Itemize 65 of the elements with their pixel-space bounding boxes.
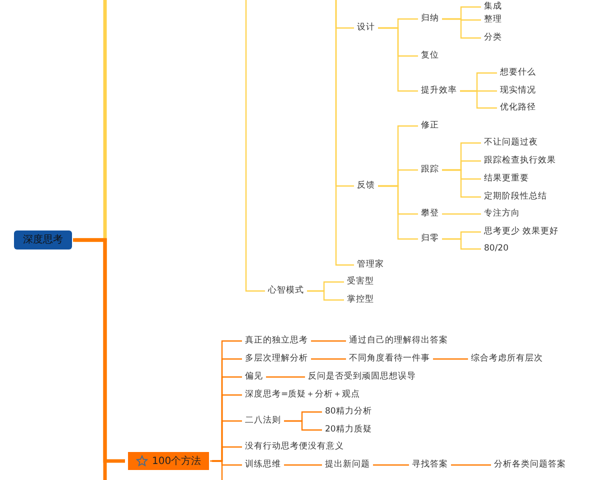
connector-line [442, 169, 481, 198]
topic-label: 优化路径 [500, 102, 536, 114]
connector-line [310, 340, 346, 342]
topic-label: 真正的独立思考 [245, 336, 308, 346]
topic-label: 80/20 [484, 244, 508, 254]
topic-label: 跟踪检查执行效果 [484, 156, 556, 166]
topic-label: 想要什么 [500, 68, 536, 78]
topic-label: 复位 [421, 50, 439, 62]
topic-label: 跟踪 [421, 164, 439, 176]
topic-label: 整理 [484, 14, 502, 26]
topic-label: 综合考虑所有层次 [471, 354, 543, 364]
topic-label: 二八法则 [245, 416, 281, 426]
topic-label: 思考更少 效果更好 [484, 226, 559, 238]
connector-line [450, 464, 491, 466]
topic-label: 归纳 [421, 14, 439, 24]
topic-label: 分析各类问题答案 [494, 460, 566, 470]
topic-label: 深度思考=质疑＋分析＋观点 [245, 390, 360, 400]
topic-label: 寻找答案 [412, 460, 448, 470]
connector-line [245, 0, 265, 292]
topic-label: 结果更重要 [484, 174, 529, 184]
connector-line [378, 185, 418, 240]
connector-line [284, 420, 322, 431]
topic-label: 80精力分析 [325, 406, 372, 418]
topic-label: 攀登 [421, 208, 439, 220]
connector-line [335, 0, 354, 266]
topic-label: 训练思维 [245, 460, 281, 470]
topic-label: 设计 [357, 22, 375, 34]
connector-line [310, 358, 346, 360]
connector-line [372, 464, 409, 466]
topic-label: 归零 [421, 234, 439, 244]
topic-label: 20精力质疑 [325, 424, 372, 436]
root-topic-box: 深度思考 [14, 230, 72, 250]
topic-box [128, 452, 210, 470]
connector-line [73, 238, 107, 480]
topic-label: 提出新问题 [325, 460, 370, 470]
topic-label: 偏见 [245, 372, 263, 382]
connector-line [441, 213, 481, 215]
topic-label: 不让问题过夜 [484, 138, 538, 148]
topic-label: 提升效率 [421, 86, 457, 96]
topic-label: 分类 [484, 32, 502, 44]
connector-line [307, 290, 344, 301]
topic-label: 修正 [421, 120, 439, 132]
topic-label: 多层次理解分析 [245, 354, 308, 364]
topic-label: 不同角度看待一件事 [349, 354, 430, 364]
topic-label: 专注方向 [484, 208, 520, 220]
topic-label: 没有行动思考便没有意义 [245, 442, 344, 452]
topic-label: 定期阶段性总结 [484, 192, 547, 202]
topic-label: 集成 [484, 2, 502, 12]
connector-line [283, 464, 322, 466]
connector-line [442, 238, 481, 250]
connector-line [432, 358, 468, 360]
topic-label: 反馈 [357, 180, 375, 192]
topic-label: 100个方法 [152, 456, 202, 466]
connector-line [210, 460, 223, 480]
connector-line [265, 376, 305, 378]
topic-label: 现实情况 [500, 86, 536, 96]
topic-label: 受害型 [347, 276, 374, 288]
connector-line [378, 27, 418, 92]
topic-label: 管理家 [357, 260, 384, 270]
topic-label: 通过自己的理解得出答案 [349, 336, 448, 346]
topic-label: 反问是否受到顽固思想误导 [308, 372, 416, 382]
topic-label: 掌控型 [347, 294, 374, 306]
connector-line [460, 90, 497, 109]
topic-label: 心智模式 [268, 286, 304, 296]
connector-line [442, 18, 481, 39]
